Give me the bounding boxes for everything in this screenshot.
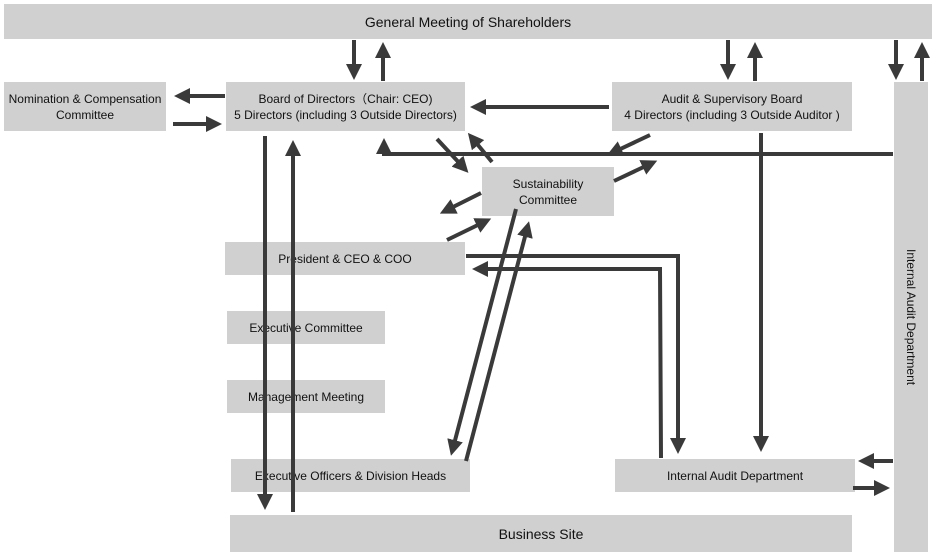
arrow-sustainability-to-audit-board xyxy=(613,160,658,183)
node-label-line2: Committee xyxy=(518,192,577,207)
arrow-board-to-sustainability xyxy=(435,137,469,173)
node-label: General Meeting of Shareholders xyxy=(364,13,572,30)
node-label-line2: Committee xyxy=(55,107,114,122)
node-label: Executive Officers & Division Heads xyxy=(254,468,447,483)
node-label-line1: Board of Directors（Chair: CEO) xyxy=(258,91,433,106)
node-internal-audit-department-vertical: Internal Audit Department xyxy=(894,82,928,552)
node-label: President & CEO & COO xyxy=(278,251,412,266)
arrow-president-to-sustainability xyxy=(446,218,492,242)
arrow-internal-audit-to-president xyxy=(472,261,663,459)
node-management-meeting: Management Meeting xyxy=(227,380,385,413)
node-nomination-compensation-committee: Nomination & Compensation Committee xyxy=(4,82,166,131)
node-label-line1: Nomination & Compensation xyxy=(8,91,162,106)
node-label-line1: Audit & Supervisory Board xyxy=(661,91,803,106)
arrow-sustainability-to-president xyxy=(439,191,482,214)
node-label: Business Site xyxy=(498,525,584,542)
node-board-of-directors: Board of Directors（Chair: CEO) 5 Directo… xyxy=(226,82,465,131)
node-label: Executive Committee xyxy=(249,320,363,335)
node-label: Internal Audit Department xyxy=(904,248,918,386)
arrow-audit-board-diagonal xyxy=(606,133,651,156)
node-internal-audit-department: Internal Audit Department xyxy=(615,459,855,492)
node-label-line1: Sustainability xyxy=(512,176,584,191)
arrow-internal-audit-to-board xyxy=(376,138,893,156)
node-executive-committee: Executive Committee xyxy=(227,311,385,344)
node-label-line2: 4 Directors (including 3 Outside Auditor… xyxy=(624,107,840,122)
node-audit-supervisory-board: Audit & Supervisory Board 4 Directors (i… xyxy=(612,82,852,131)
node-business-site: Business Site xyxy=(230,515,852,552)
node-label-line2: 5 Directors (including 3 Outside Directo… xyxy=(234,107,457,122)
arrow-sustainability-to-exec-officers xyxy=(447,208,518,456)
arrow-president-to-internal-audit xyxy=(466,254,686,454)
node-label: Management Meeting xyxy=(247,389,365,404)
node-label: Internal Audit Department xyxy=(666,468,804,483)
arrow-sustainability-to-board xyxy=(467,132,494,164)
arrow-exec-officers-to-sustainability xyxy=(464,221,533,462)
node-sustainability-committee: Sustainability Committee xyxy=(482,167,614,216)
node-general-meeting-of-shareholders: General Meeting of Shareholders xyxy=(4,4,932,39)
node-executive-officers-division-heads: Executive Officers & Division Heads xyxy=(231,459,470,492)
